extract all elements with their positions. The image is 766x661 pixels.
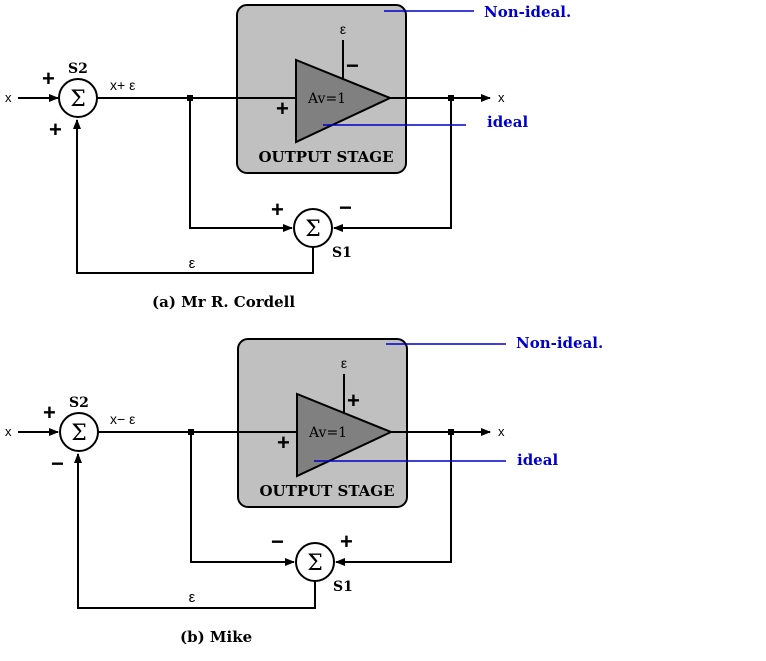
s1-symbol: Σ [305, 217, 321, 242]
output-label: x [498, 424, 505, 439]
s1-sign-right: − [339, 195, 352, 220]
s2-output-label: x− ε [110, 411, 135, 427]
s1-label: S1 [332, 245, 352, 261]
s2-label: S2 [68, 61, 88, 77]
summer-s1 [295, 542, 335, 582]
s2-output-label: x+ ε [110, 77, 135, 93]
s1-symbol: Σ [307, 551, 323, 576]
diagram-caption: (a) Mr R. Cordell [152, 293, 295, 311]
summer-s1 [293, 208, 333, 248]
ideal-callout: ideal [487, 113, 528, 131]
s1-output-feedback-wire [335, 432, 452, 566]
feedback-label: ε [189, 589, 196, 606]
ideal-amplifier-triangle [295, 58, 393, 144]
output-stage-title: OUTPUT STAGE [258, 148, 393, 166]
input-label: x [5, 424, 12, 439]
stage-input-sign: + [276, 96, 289, 121]
s1-sign-left: − [271, 529, 284, 554]
nonideal-callout: Non-ideal. [484, 3, 571, 21]
output-label: x [498, 90, 505, 105]
s1-sign-right: + [340, 529, 353, 554]
error-sign: − [346, 53, 359, 78]
ideal-amplifier-triangle [296, 392, 394, 478]
s2-symbol: Σ [70, 87, 86, 112]
s1-input-wire [189, 98, 293, 232]
s2-symbol: Σ [71, 421, 87, 446]
s1-sign-left: + [271, 197, 284, 222]
input-label: x [5, 90, 12, 105]
s2-sign-top: + [42, 66, 55, 91]
error-sign: + [347, 388, 360, 413]
s1-input-wire [190, 432, 295, 566]
diagram-a: x x Σ S2 + + x+ ε ε − + Av=1 OUTPUT STAG… [5, 3, 571, 311]
stage-input-sign: + [277, 430, 290, 455]
feedback-label: ε [189, 255, 196, 272]
error-label: ε [341, 355, 347, 371]
nonideal-callout: Non-ideal. [516, 334, 603, 352]
s2-sign-top: + [43, 400, 56, 425]
summer-s2 [58, 78, 98, 118]
s2-sign-bottom: + [49, 117, 62, 142]
amplifier-gain-label: Av=1 [307, 91, 346, 107]
ideal-callout: ideal [517, 451, 558, 469]
error-feedback-wire [74, 453, 316, 609]
amplifier-gain-label: Av=1 [308, 425, 347, 441]
error-feedback-wire [73, 119, 314, 274]
s1-output-feedback-wire [333, 98, 452, 232]
s2-sign-bottom: − [51, 451, 64, 476]
output-stage-title: OUTPUT STAGE [259, 482, 394, 500]
diagram-b: x x Σ S2 + − x− ε ε + + Av=1 OUTPUT STAG… [5, 334, 603, 646]
summer-s2 [59, 412, 99, 452]
s1-label: S1 [333, 579, 353, 595]
diagram-caption: (b) Mike [180, 628, 252, 646]
error-label: ε [340, 21, 346, 37]
s2-label: S2 [69, 395, 89, 411]
